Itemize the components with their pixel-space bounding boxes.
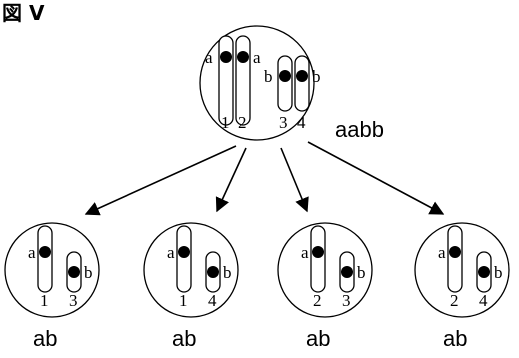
daughter-4-number-right: 4	[479, 291, 488, 310]
daughter-2-number-right: 4	[208, 291, 217, 310]
daughter-1-allele-a: a	[28, 243, 36, 262]
arrow-to-cell-2	[215, 147, 247, 213]
parent-allele-4: b	[312, 67, 321, 86]
daughter-2-long-chromosome	[176, 225, 192, 293]
parent-centromere-3	[279, 70, 291, 82]
daughter-cell-3: a b 2 3	[277, 222, 373, 318]
figure-label: 図 V	[2, 1, 45, 25]
daughter-3-centromere-b	[341, 266, 353, 278]
parent-chromosome-2	[235, 35, 251, 126]
daughter-1-centromere-b	[68, 266, 80, 278]
daughter-3-allele-a: a	[301, 243, 309, 262]
daughter-cell-1: a b 1 3	[4, 222, 100, 318]
daughter-4-allele-a: a	[438, 243, 446, 262]
parent-centromere-4	[296, 70, 308, 82]
daughter-2-allele-b: b	[223, 263, 232, 282]
daughter-1-long-chromosome	[37, 225, 53, 293]
arrow-to-cell-1	[84, 145, 237, 216]
parent-allele-2: a	[253, 48, 261, 67]
parent-chromosome-3	[277, 55, 293, 112]
daughter-4-allele-b: b	[494, 263, 503, 282]
daughter-3-number-left: 2	[313, 291, 322, 310]
daughter-3-allele-b: b	[357, 263, 366, 282]
daughter-3-centromere-a	[312, 246, 324, 258]
parent-centromere-2	[237, 51, 249, 63]
daughter-3-long-chromosome	[310, 225, 326, 293]
daughter-cell-2: a b 1 4	[143, 222, 239, 318]
parent-allele-3: b	[264, 67, 273, 86]
arrow-to-cell-3	[280, 147, 309, 213]
parent-number-3: 3	[279, 113, 288, 132]
daughter-1-centromere-a	[39, 246, 51, 258]
parent-centromere-1	[220, 51, 232, 63]
daughter-2-genotype: ab	[172, 326, 196, 351]
daughter-4-genotype: ab	[443, 326, 467, 351]
parent-chromosome-4	[294, 55, 310, 112]
daughter-4-number-left: 2	[450, 291, 459, 310]
daughter-4-centromere-b	[478, 266, 490, 278]
parent-number-1: 1	[221, 113, 230, 132]
daughter-2-centromere-b	[207, 266, 219, 278]
daughter-4-long-chromosome	[447, 225, 463, 293]
daughter-2-centromere-a	[178, 246, 190, 258]
parent-cell: a a b b 1 2 3 4	[199, 25, 321, 141]
daughter-4-centromere-a	[449, 246, 461, 258]
parent-number-2: 2	[238, 113, 247, 132]
daughter-1-number-left: 1	[40, 291, 49, 310]
arrow-to-cell-4	[307, 141, 445, 215]
parent-number-4: 4	[297, 113, 306, 132]
parent-allele-1: a	[205, 48, 213, 67]
daughter-1-genotype: ab	[33, 326, 57, 351]
daughter-cell-4: a b 2 4	[414, 222, 510, 318]
daughter-3-number-right: 3	[342, 291, 351, 310]
daughter-1-allele-b: b	[84, 263, 93, 282]
parent-chromosome-1	[218, 35, 234, 126]
daughter-2-allele-a: a	[167, 243, 175, 262]
daughter-2-number-left: 1	[179, 291, 188, 310]
daughter-1-number-right: 3	[69, 291, 78, 310]
parent-genotype: aabb	[335, 117, 384, 142]
daughter-3-genotype: ab	[306, 326, 330, 351]
